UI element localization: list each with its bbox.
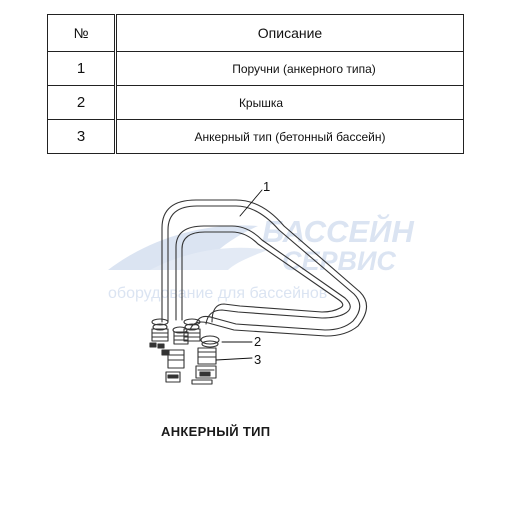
rail-outer <box>161 199 368 337</box>
row-description: Крышка <box>115 85 464 120</box>
table-row: 2 Крышка <box>47 85 464 120</box>
table-header-row: № Описание <box>47 14 464 52</box>
figure-caption: АНКЕРНЫЙ ТИП <box>161 424 271 439</box>
anchor-right <box>191 335 220 385</box>
callout-1: 1 <box>263 179 270 194</box>
watermark-logo-icon <box>150 247 268 270</box>
row-description: Анкерный тип (бетонный бассейн) <box>115 119 464 154</box>
anchor-middle <box>165 318 201 383</box>
watermark-logo-icon <box>108 225 258 270</box>
rail-inner <box>175 225 351 325</box>
leader-line-3 <box>215 357 253 361</box>
table-row: 3 Анкерный тип (бетонный бассейн) <box>47 119 464 154</box>
row-number: 3 <box>47 119 117 154</box>
watermark-subtitle: СЕРВИС <box>282 246 396 276</box>
watermark: БАССЕЙН СЕРВИС оборудование для бассейно… <box>108 213 414 302</box>
leader-line-1 <box>239 189 263 217</box>
parts-table: № Описание 1 Поручни (анкерного типа) 2 … <box>47 14 464 154</box>
callout-3: 3 <box>254 352 261 367</box>
watermark-tagline: оборудование для бассейнов <box>108 285 327 302</box>
handrail <box>149 189 368 385</box>
watermark-title: БАССЕЙН <box>262 213 414 249</box>
rail-outer-inner-edge <box>167 205 361 331</box>
header-description: Описание <box>115 14 464 52</box>
rail-inner-inner-edge <box>181 231 344 323</box>
anchor-left <box>149 318 189 356</box>
header-number: № <box>47 14 117 52</box>
row-number: 2 <box>47 85 117 120</box>
callout-2: 2 <box>254 334 261 349</box>
